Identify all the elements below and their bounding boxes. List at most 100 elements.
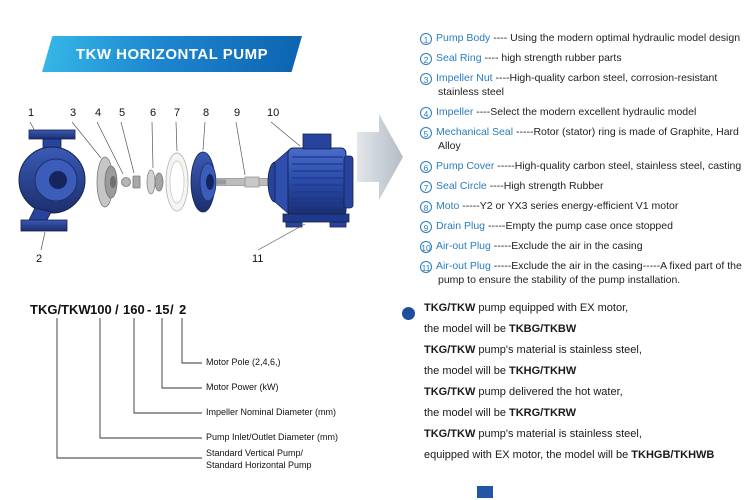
impeller-part <box>96 156 118 208</box>
part-name: Mechanical Seal <box>436 126 514 138</box>
callout-number: 8 <box>203 107 209 119</box>
part-separator: ----- <box>490 240 512 252</box>
callout-number: 6 <box>150 107 156 119</box>
label-motor-power: Motor Power (kW) <box>206 382 279 392</box>
motor-part <box>267 133 354 228</box>
part-description: High strength Rubber <box>503 180 604 192</box>
model-code-slash: / <box>115 302 119 317</box>
callout-number: 2 <box>36 253 42 265</box>
callout-number: 7 <box>174 107 180 119</box>
part-description: Exclude the air in the casing-----A fixe… <box>438 260 742 286</box>
logo-mark <box>477 486 493 498</box>
model-code-dash: - <box>147 302 152 317</box>
bullet-dot-icon <box>402 307 415 320</box>
model-code-impeller: 160 <box>123 302 145 317</box>
shaft-part <box>216 176 272 188</box>
note-text: pump delivered the hot water, <box>475 386 623 398</box>
label-inlet-outlet-diameter: Pump Inlet/Outlet Diameter (mm) <box>206 432 339 442</box>
note-line: TKG/TKW pump's material is stainless ste… <box>424 428 756 441</box>
part-name: Impeller Nut <box>436 72 493 84</box>
callout-number: 1 <box>28 107 34 119</box>
part-description: Y2 or YX3 series energy-efficient V1 mot… <box>479 200 679 212</box>
part-number-badge: 1 <box>420 33 432 45</box>
note-text: the model will be <box>424 407 509 419</box>
part-name: Seal Ring <box>436 52 482 64</box>
note-line: equipped with EX motor, the model will b… <box>424 449 756 462</box>
part-name: Pump Body <box>436 32 491 44</box>
callout-number: 4 <box>95 107 101 119</box>
note-text: equipped with EX motor, the model will b… <box>424 449 632 461</box>
part-separator: ----- <box>494 160 515 172</box>
part-name: Air-out Plug <box>436 240 491 252</box>
model-code-pole: 2 <box>179 302 187 317</box>
pump-body-part <box>18 129 86 232</box>
part-number-badge: 7 <box>420 181 432 193</box>
part-list-item: 10 Air-out Plug -----Exclude the air in t… <box>420 239 754 253</box>
model-code-series: TKG/TKW <box>30 302 91 317</box>
callout-leader-lines <box>29 121 306 251</box>
part-separator: ----- <box>513 126 534 138</box>
part-description: Exclude the air in the casing <box>511 240 643 252</box>
note-series: TKG/TKW <box>424 302 476 314</box>
note-line: TKG/TKW pump delivered the hot water, <box>424 386 756 399</box>
part-separator: ---- <box>481 52 502 64</box>
mechanical-seal-part <box>146 169 164 195</box>
model-code-slash: / <box>170 302 174 317</box>
note-model: TKRG/TKRW <box>509 407 577 419</box>
callout-number: 5 <box>119 107 125 119</box>
pump-cover-part <box>190 151 217 213</box>
part-list-item: 8 Moto -----Y2 or YX3 series energy-effic… <box>420 199 754 213</box>
page-title: TKW HORIZONTAL PUMP <box>75 45 269 63</box>
note-series: TKG/TKW <box>424 386 476 398</box>
callout-number: 10 <box>267 107 279 119</box>
part-name: Moto <box>436 200 460 212</box>
part-number-badge: 3 <box>420 73 432 85</box>
part-separator: ----- <box>485 220 506 232</box>
part-name: Impeller <box>436 106 474 118</box>
part-name: Seal Circle <box>436 180 487 192</box>
part-description: High-quality carbon steel, corrosion-res… <box>438 72 718 98</box>
part-number-badge: 6 <box>420 161 432 173</box>
part-number-badge: 5 <box>420 127 432 139</box>
callout-number: 3 <box>70 107 76 119</box>
part-name: Drain Plug <box>436 220 486 232</box>
pump-exploded-diagram: 1 3 4 5 6 7 8 9 10 2 11 <box>18 107 403 265</box>
part-description: Empty the pump case once stopped <box>505 220 673 232</box>
part-list-item: 9 Drain Plug -----Empty the pump case onc… <box>420 219 754 233</box>
title-banner: TKW HORIZONTAL PUMP <box>42 36 302 72</box>
direction-arrow-icon <box>357 114 403 200</box>
note-line: the model will be TKRG/TKRW <box>424 407 756 420</box>
note-text: pump's material is stainless steel, <box>475 428 642 440</box>
note-line: the model will be TKBG/TKBW <box>424 323 756 336</box>
part-separator: ----- <box>459 200 480 212</box>
note-model: TKHG/TKHW <box>509 365 577 377</box>
part-number-badge: 10 <box>420 241 432 253</box>
note-line: TKG/TKW pump's material is stainless ste… <box>424 344 756 357</box>
note-line: TKG/TKW pump equipped with EX motor, <box>424 302 756 315</box>
note-text: pump equipped with EX motor, <box>475 302 629 314</box>
part-number-badge: 4 <box>420 107 432 119</box>
note-series: TKG/TKW <box>424 344 476 356</box>
part-name: Pump Cover <box>436 160 495 172</box>
part-number-badge: 8 <box>420 201 432 213</box>
part-separator: ---- <box>473 106 491 118</box>
note-text: pump's material is stainless steel, <box>475 344 642 356</box>
model-code-power: 15 <box>155 302 170 317</box>
part-number-badge: 11 <box>420 261 432 273</box>
label-impeller-diameter: Impeller Nominal Diameter (mm) <box>206 407 337 417</box>
part-number-badge: 9 <box>420 221 432 233</box>
label-standard-pump-line2: Standard Horizontal Pump <box>206 460 312 470</box>
note-text: the model will be <box>424 323 509 335</box>
callout-number: 11 <box>252 253 263 265</box>
model-code-inlet: 100 <box>90 302 112 317</box>
